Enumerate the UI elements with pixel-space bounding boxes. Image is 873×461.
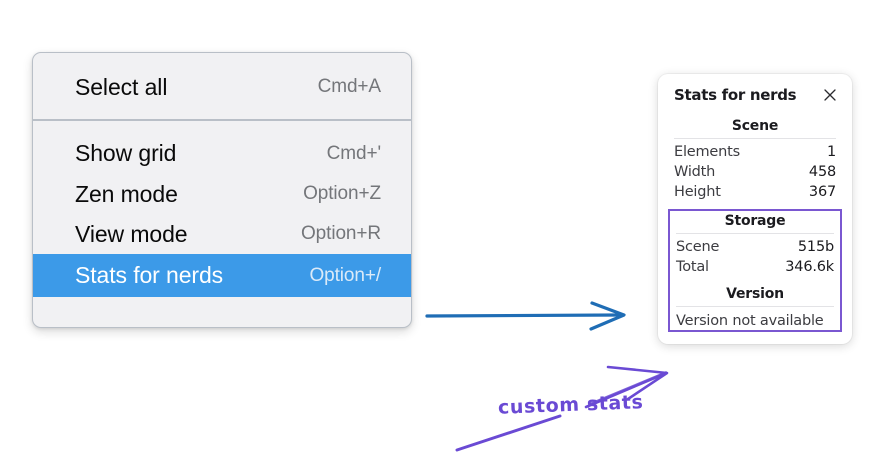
- menu-item-zen-mode[interactable]: Zen mode Option+Z: [33, 174, 411, 214]
- menu-item-shortcut: Option+Z: [303, 182, 381, 204]
- menu-item-label: Select all: [75, 74, 168, 100]
- stat-label: Width: [674, 164, 716, 180]
- stats-section-scene: Scene Elements 1 Width 458 Height 367: [658, 116, 852, 202]
- section-rule: [676, 233, 834, 234]
- close-icon[interactable]: [822, 87, 838, 103]
- stat-row-storage-scene: Scene 515b: [676, 237, 834, 257]
- stat-label: Height: [674, 184, 721, 200]
- section-heading-storage: Storage: [724, 213, 786, 229]
- canvas-context-menu[interactable]: Select all Cmd+A Show grid Cmd+' Zen mod…: [32, 52, 412, 328]
- stat-label: Scene: [676, 239, 720, 255]
- stat-label: Elements: [674, 144, 740, 160]
- custom-stats-annotation-label: custom stats: [497, 391, 644, 419]
- stat-row-height: Height 367: [674, 182, 836, 202]
- stats-panel-header: Stats for nerds: [658, 86, 852, 104]
- menu-item-label: View mode: [75, 221, 188, 248]
- stat-value: 515b: [797, 239, 834, 255]
- section-heading-scene: Scene: [731, 118, 779, 134]
- custom-stats-highlight-box: Storage Scene 515b Total 346.6k Version …: [668, 209, 842, 332]
- stat-value: 458: [808, 164, 836, 180]
- menu-bottom-padding: [33, 307, 411, 327]
- section-heading-version: Version: [726, 286, 784, 302]
- stat-label: Total: [676, 259, 709, 275]
- stats-spacer: [676, 277, 834, 284]
- purple-underline-stroke: [455, 414, 562, 452]
- menu-section-view: Show grid Cmd+' Zen mode Option+Z View m…: [33, 121, 411, 306]
- menu-item-shortcut: Cmd+A: [317, 76, 381, 98]
- menu-item-view-mode[interactable]: View mode Option+R: [33, 214, 411, 254]
- version-text: Version not available: [676, 313, 824, 329]
- stats-panel-title: Stats for nerds: [674, 86, 797, 104]
- stat-row-storage-total: Total 346.6k: [676, 257, 834, 277]
- menu-item-shortcut: Option+R: [301, 223, 381, 245]
- menu-section-general: Select all Cmd+A: [33, 53, 411, 119]
- section-rule: [674, 138, 836, 139]
- section-rule: [676, 306, 834, 307]
- menu-item-shortcut: Cmd+': [326, 142, 381, 164]
- stat-row-elements: Elements 1: [674, 142, 836, 162]
- stats-spacer: [658, 202, 852, 209]
- blue-arrow: [425, 301, 626, 331]
- menu-item-show-grid[interactable]: Show grid Cmd+': [33, 133, 411, 173]
- stats-section-version: Version Version not available: [676, 284, 834, 330]
- stat-value: 367: [808, 184, 836, 200]
- stat-row-width: Width 458: [674, 162, 836, 182]
- menu-item-label: Zen mode: [75, 180, 178, 207]
- menu-divider: [33, 119, 411, 122]
- menu-item-label: Stats for nerds: [75, 262, 224, 289]
- menu-item-select-all[interactable]: Select all Cmd+A: [33, 67, 411, 107]
- stat-value: 346.6k: [785, 259, 834, 275]
- stat-value: 1: [826, 144, 836, 160]
- menu-item-label: Show grid: [75, 140, 177, 167]
- stats-section-storage: Storage Scene 515b Total 346.6k: [676, 211, 834, 277]
- stats-for-nerds-panel: Stats for nerds Scene Elements 1 Width 4…: [658, 74, 852, 344]
- menu-item-stats-for-nerds[interactable]: Stats for nerds Option+/: [33, 254, 411, 297]
- menu-item-shortcut: Option+/: [309, 264, 381, 286]
